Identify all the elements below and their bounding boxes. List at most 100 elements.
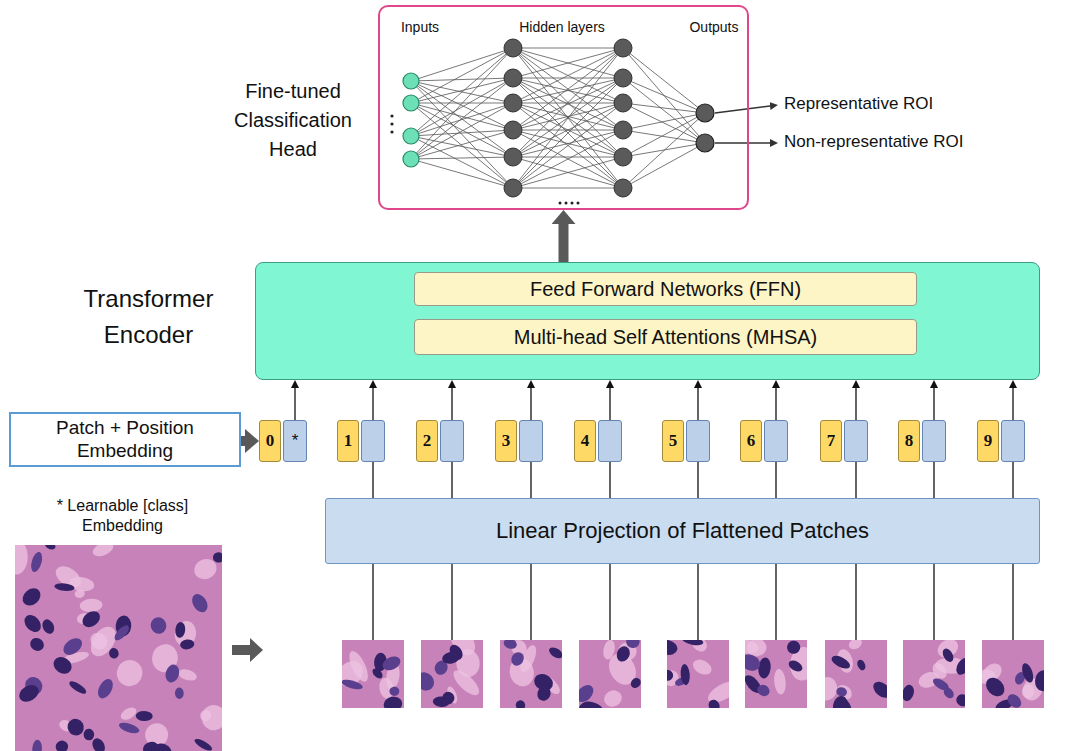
token-number: 2 [416,420,438,462]
nucleus [509,650,526,668]
input-neuron [403,151,419,167]
hidden-neuron [504,94,522,112]
weight-line [513,103,623,157]
token-vector [1001,420,1025,462]
stroma [847,640,864,651]
ellipsis-dot [565,202,568,205]
connector [855,388,856,420]
image-patch [579,640,641,708]
weight-line [513,130,623,188]
layer-label: Inputs [401,19,439,36]
weight-line [513,157,623,188]
nucleus [32,740,43,751]
nucleus [90,736,108,751]
hidden-neuron [614,69,632,87]
neural-network [390,39,770,205]
nucleus [50,654,75,678]
ellipsis-dot [390,130,393,133]
nucleus [757,657,772,679]
patch-line [451,564,452,640]
output-neuron [696,104,714,122]
weight-line [623,78,705,143]
weight-line [513,48,623,78]
hidden-neuron [504,148,522,166]
weight-line [623,48,705,113]
weight-line [623,103,705,143]
classification-head-box: Fine-tuned Classification HeadInputsHidd… [378,5,749,210]
block-arrow [241,436,245,446]
weight-line [623,103,705,113]
nucleus [189,591,211,615]
stroma [113,656,146,690]
image-patch [342,640,404,708]
nucleus [667,669,674,681]
nucleus [193,737,214,751]
token-number: 4 [574,420,596,462]
nucleus [19,585,44,609]
nucleus [28,636,46,654]
block-arrow [559,224,569,262]
weight-line [513,103,623,188]
weight-line [513,78,623,103]
connector [933,388,934,420]
embedding-note: * Learnable [class] Embedding [15,496,230,536]
stroma [15,545,29,575]
weight-line [513,130,623,157]
weight-line [411,48,513,136]
stroma [79,598,103,613]
nucleus [1020,662,1036,684]
token-number: 8 [898,420,920,462]
weight-line [623,143,705,188]
connector [697,462,698,498]
weight-line [513,78,623,130]
token-number: 9 [977,420,999,462]
embedding-box: Patch + Position Embedding [9,412,241,467]
nucleus [832,695,850,708]
nucleus [40,617,56,635]
nucleus [954,692,965,708]
connector [372,462,373,498]
tissue-image [15,545,222,751]
weight-line [411,159,513,188]
stroma [200,704,222,732]
patch-line [775,564,776,640]
output-label: Non-representative ROI [784,132,964,152]
token-embedding: 1 [337,420,385,462]
weight-line [411,157,513,159]
nucleus [680,664,691,686]
nucleus [447,642,465,662]
projection-box: Linear Projection of Flattened Patches [325,498,1040,564]
patch-line [855,564,856,640]
token-vector [764,420,788,462]
stroma [74,589,86,599]
nucleus [371,667,385,681]
weight-line [513,48,623,188]
nucleus [382,695,403,708]
stroma [346,648,372,684]
weight-line [513,78,623,188]
split-arrow [232,638,263,662]
weight-line [411,48,513,159]
token-embedding: 6 [740,420,788,462]
hidden-neuron [614,39,632,57]
patch-line [933,564,934,640]
token-embedding: 3 [495,420,543,462]
token-embedding: 0* [259,420,307,462]
input-neuron [403,128,419,144]
patch-line [530,564,531,640]
connector [1012,388,1013,420]
nucleus [142,741,160,751]
weight-line [513,78,623,79]
token-number: 7 [820,420,842,462]
stroma [601,687,624,708]
hidden-neuron [614,179,632,197]
token-vector [922,420,946,462]
nucleus [380,654,402,673]
class-token-mark: * [283,420,307,462]
nucleus [148,615,168,636]
connector [775,388,776,420]
patch-line [609,564,610,640]
patch-line [1012,564,1013,640]
